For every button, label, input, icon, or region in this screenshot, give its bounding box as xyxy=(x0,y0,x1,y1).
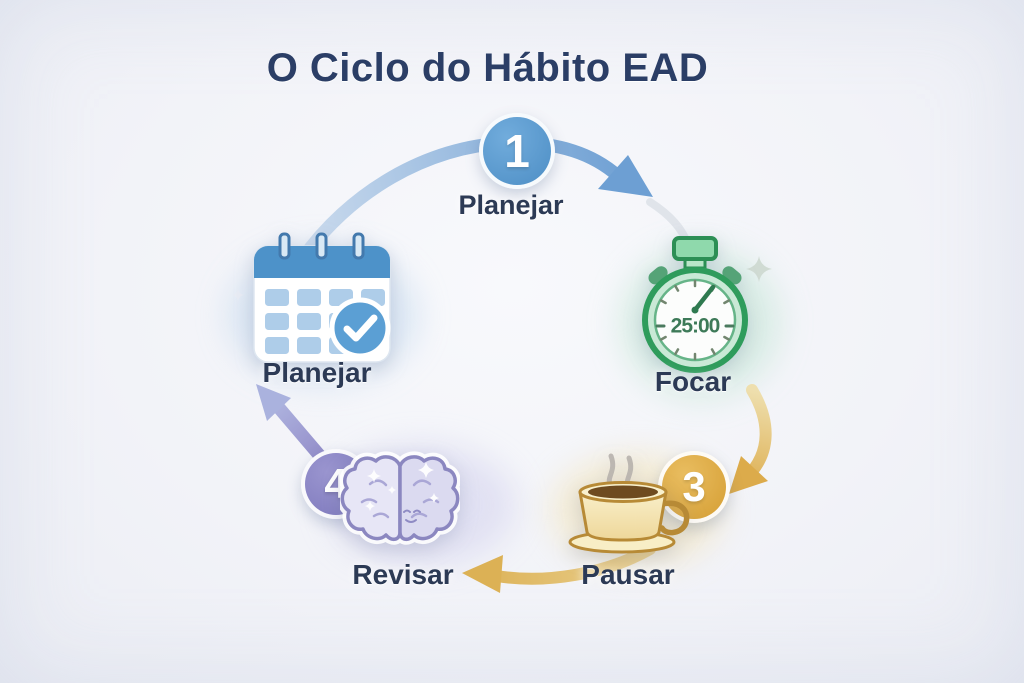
pausar-label: Pausar xyxy=(581,559,675,590)
stopwatch-icon: 25:00 xyxy=(642,236,748,373)
arrow-pausar-to-revisar xyxy=(462,543,656,593)
timer-display: 25:00 xyxy=(671,315,720,338)
arrow-revisar-to-planejar xyxy=(256,384,327,463)
sparkle-icon xyxy=(365,462,439,511)
diagram-title: O Ciclo do Hábito EAD xyxy=(266,46,709,90)
brain-face xyxy=(403,509,421,523)
step-1-badge: 1 xyxy=(479,113,555,189)
step-1-number: 1 xyxy=(504,125,530,177)
sparkle-icon xyxy=(746,256,772,282)
step-1-label: Planejar xyxy=(458,190,564,220)
revisar-label: Revisar xyxy=(352,559,454,590)
brain-folds xyxy=(360,479,440,519)
step-3-number: 3 xyxy=(682,463,706,510)
focar-label: Focar xyxy=(654,366,732,397)
planejar-label: Planejar xyxy=(262,357,372,388)
coffee-cup-icon xyxy=(568,453,690,554)
sparkle-icon xyxy=(232,289,244,301)
calendar-check-icon xyxy=(253,232,391,363)
arrow-focar-to-pausar xyxy=(729,384,772,494)
checkmark-icon xyxy=(329,297,391,359)
brain-icon xyxy=(340,451,460,545)
